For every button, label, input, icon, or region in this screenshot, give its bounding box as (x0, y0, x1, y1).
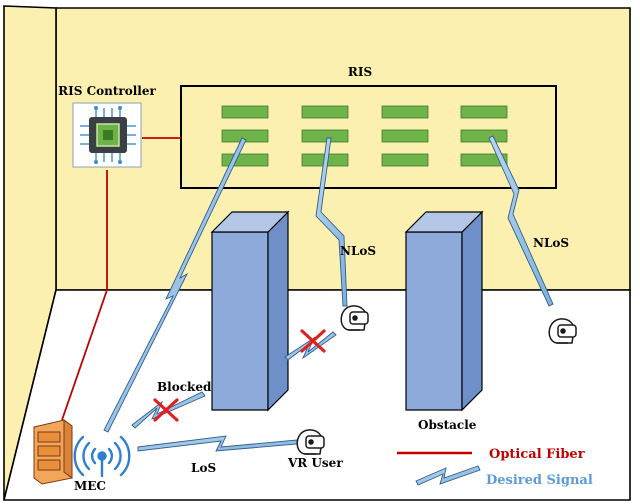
ris-controller-chip-icon (72, 102, 142, 168)
mec-label: MEC (74, 479, 106, 493)
ris-label: RIS (348, 65, 372, 79)
mec-server-icon (33, 419, 73, 485)
access-point-icon (73, 435, 131, 478)
vr-user-3-headset-icon (296, 429, 325, 455)
ris-element (460, 129, 508, 143)
fiber-floor-to-mec (61, 289, 108, 421)
obstacle-label: Obstacle (418, 418, 477, 432)
signal-ris-to-user1 (315, 137, 348, 307)
ris-panel (180, 85, 557, 189)
ris-element (301, 105, 349, 119)
signal-ris-to-user2 (488, 135, 554, 307)
nlos-label-2: NLoS (533, 236, 569, 250)
ris-element (381, 153, 429, 167)
obstacle-left (210, 210, 290, 412)
obstacle-right (404, 210, 484, 412)
optical-fiber-links (61, 137, 181, 421)
ris-controller-label: RIS Controller (58, 84, 156, 98)
ris-element (381, 105, 429, 119)
nlos-label-1: NLoS (340, 244, 376, 258)
legend-signal-label: Desired Signal (486, 473, 593, 488)
ris-element (460, 105, 508, 119)
los-label: LoS (191, 461, 216, 475)
blocked-x-marks (153, 329, 326, 422)
signal-ap-to-ris (103, 137, 247, 433)
ris-element (221, 105, 269, 119)
room (2, 5, 631, 501)
ris-element (221, 153, 269, 167)
legend-signal-icon (415, 465, 481, 486)
legend-fiber-label: Optical Fiber (489, 447, 585, 462)
vr-user-2-headset-icon (548, 318, 577, 344)
vr-user-1-headset-icon (340, 305, 369, 331)
ris-element (301, 129, 349, 143)
vr-user-label: VR User (287, 456, 343, 470)
blocked-label: Blocked (157, 380, 212, 394)
ris-element (460, 153, 508, 167)
ris-elements (221, 105, 508, 167)
ris-element (381, 129, 429, 143)
